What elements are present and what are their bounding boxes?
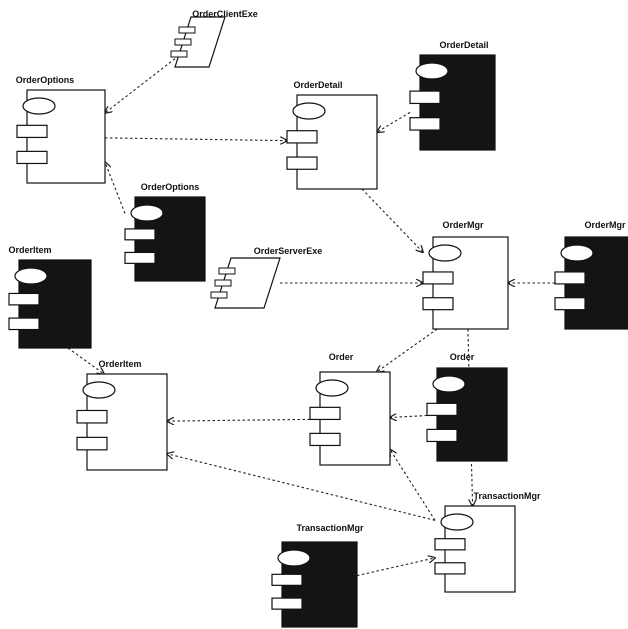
dependency-arrow-order-shadow-to-order-main (390, 416, 428, 418)
component-port-icon (554, 297, 586, 311)
exe-tab-icon (170, 50, 188, 58)
exe-tab-icon (218, 267, 236, 275)
exe-tab-icon (178, 26, 196, 34)
component-port-icon (124, 228, 156, 241)
component-port-icon (76, 436, 108, 451)
component-label: Order (450, 352, 475, 362)
component-port-icon (434, 538, 466, 551)
component-label: OrderDetail (293, 80, 342, 90)
dependency-arrow-order-main-to-order-item-main (167, 419, 311, 421)
component-order-mgr-main[interactable]: OrderMgr (422, 220, 509, 330)
component-order-mgr-shadow[interactable]: OrderMgr (554, 220, 628, 330)
component-label: OrderClientExe (192, 9, 258, 19)
dependency-arrow-transaction-mgr-main-to-order-main (390, 450, 436, 521)
component-port-icon (271, 597, 303, 610)
component-label: OrderMgr (584, 220, 626, 230)
dependency-arrow-order-detail-main-to-order-mgr-main (361, 188, 423, 252)
component-transaction-mgr-shadow[interactable]: TransactionMgr (271, 523, 364, 628)
dependency-arrow-order-mgr-main-to-order-main (377, 328, 438, 372)
interface-ellipse-icon (440, 513, 474, 531)
component-port-icon (124, 251, 156, 264)
component-order-detail-shadow[interactable]: OrderDetail (409, 40, 496, 151)
exe-tab-icon (214, 279, 232, 287)
interface-ellipse-icon (560, 244, 594, 262)
component-port-icon (422, 271, 454, 285)
dependency-arrow-transaction-mgr-main-to-order-item-main (167, 454, 436, 521)
component-port-icon (426, 402, 458, 417)
interface-ellipse-icon (277, 549, 311, 567)
dependency-arrow-order-detail-shadow-to-order-detail-main (377, 111, 411, 132)
component-order-item-shadow[interactable]: OrderItem (8, 245, 92, 349)
component-order-server-exe[interactable]: OrderServerExe (210, 246, 323, 309)
component-label: OrderDetail (439, 40, 488, 50)
component-order-item-main[interactable]: OrderItem (76, 359, 168, 471)
component-order-client-exe[interactable]: OrderClientExe (170, 9, 258, 68)
component-label: OrderItem (98, 359, 141, 369)
component-port-icon (16, 150, 48, 165)
interface-ellipse-icon (315, 379, 349, 397)
component-label: OrderMgr (442, 220, 484, 230)
component-order-options-shadow[interactable]: OrderOptions (124, 182, 206, 282)
component-order-shadow[interactable]: Order (426, 352, 508, 462)
component-order-options-main[interactable]: OrderOptions (16, 75, 106, 184)
component-port-icon (409, 117, 441, 131)
component-order-main[interactable]: Order (309, 352, 391, 466)
dependency-arrow-order-client-exe-to-order-options-main (105, 58, 176, 113)
dependency-arrow-order-item-shadow-to-order-item-main (67, 347, 104, 374)
component-label: OrderItem (8, 245, 51, 255)
dependency-arrow-order-options-shadow-to-order-options-main (105, 162, 126, 214)
component-label: OrderServerExe (254, 246, 323, 256)
dependency-arrow-transaction-mgr-shadow-to-transaction-mgr-main (356, 558, 435, 577)
interface-ellipse-icon (415, 62, 449, 80)
component-port-icon (554, 271, 586, 285)
component-port-icon (8, 292, 40, 306)
interface-ellipse-icon (22, 97, 56, 115)
component-label: TransactionMgr (296, 523, 364, 533)
interface-ellipse-icon (82, 381, 116, 399)
interface-ellipse-icon (130, 204, 164, 222)
component-port-icon (309, 406, 341, 421)
exe-tab-icon (210, 291, 228, 299)
component-port-icon (76, 409, 108, 424)
interface-ellipse-icon (292, 102, 326, 120)
component-label: TransactionMgr (473, 491, 541, 501)
component-transaction-mgr-main[interactable]: TransactionMgr (434, 491, 541, 593)
component-order-detail-main[interactable]: OrderDetail (286, 80, 378, 190)
component-label: OrderOptions (141, 182, 200, 192)
dependency-edges (67, 58, 555, 577)
component-port-icon (286, 156, 318, 170)
component-port-icon (8, 317, 40, 331)
component-port-icon (271, 573, 303, 586)
component-label: OrderOptions (16, 75, 75, 85)
interface-ellipse-icon (432, 375, 466, 393)
interface-ellipse-icon (14, 267, 48, 285)
exe-tab-icon (174, 38, 192, 46)
component-nodes: OrderClientExeOrderOptionsOrderOptionsOr… (8, 9, 628, 628)
interface-ellipse-icon (428, 244, 462, 262)
component-port-icon (422, 297, 454, 311)
component-port-icon (426, 428, 458, 443)
component-port-icon (286, 130, 318, 144)
component-port-icon (434, 562, 466, 575)
dependency-arrow-order-options-main-to-order-detail-main (104, 138, 287, 141)
component-port-icon (409, 90, 441, 105)
component-label: Order (329, 352, 354, 362)
component-port-icon (16, 124, 48, 139)
component-port-icon (309, 432, 341, 447)
